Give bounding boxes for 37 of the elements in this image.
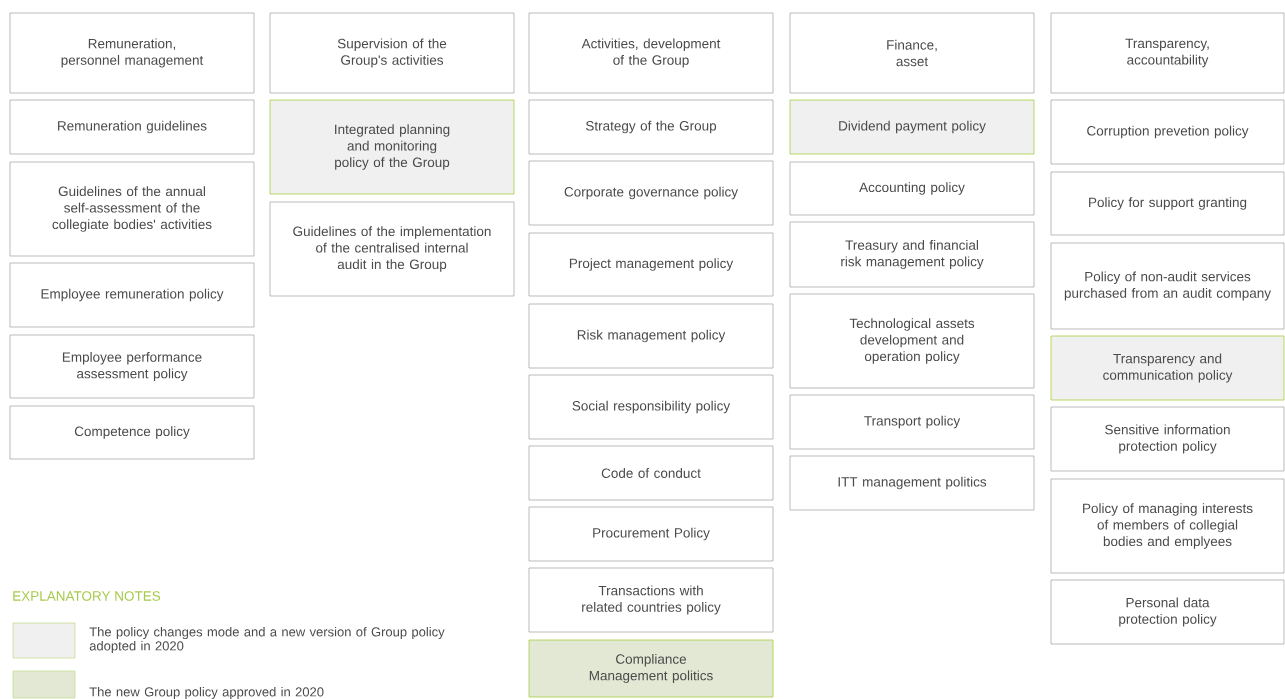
policy-box: Employee remuneration policy	[9, 262, 255, 328]
policy-box: Policy of non-audit services purchased from an audit company	[1050, 242, 1285, 330]
policy-box: Guidelines of the annual self-assessment of the collegiate bodies' activities	[9, 161, 255, 257]
policy-box: Remuneration guidelines	[9, 99, 255, 155]
policy-box: Personal data protection policy	[1050, 579, 1285, 645]
category-header-box: Remuneration, personnel management	[9, 12, 255, 94]
policy-box: Code of conduct	[528, 445, 774, 501]
policy-box: ITT management politics	[789, 455, 1035, 511]
policy-box: Compliance Management politics	[528, 639, 774, 698]
policy-box: Strategy of the Group	[528, 99, 774, 155]
policy-box: Transport policy	[789, 394, 1035, 450]
policy-box: Competence policy	[9, 405, 255, 460]
policy-box: Employee performance assessment policy	[9, 334, 255, 399]
policy-box: Guidelines of the implementation of the centralised internal audit in the Group	[269, 201, 515, 297]
policy-box: Policy of managing interests of members of collegial bodies and emplyees	[1050, 478, 1285, 574]
policy-box: Transparency and communication policy	[1050, 335, 1285, 401]
policy-box: Dividend payment policy	[789, 99, 1035, 155]
policy-box: Risk management policy	[528, 303, 774, 369]
legend-text: The policy changes mode and a new version of Group policy adopted in 2020	[89, 626, 445, 654]
category-header-box: Transparency, accountability	[1050, 12, 1285, 94]
policy-box: Policy for support granting	[1050, 171, 1285, 236]
legend-heading: EXPLANATORY NOTES	[13, 591, 161, 601]
category-header-box: Finance, asset	[789, 12, 1035, 94]
policy-box: Treasury and financial risk management policy	[789, 221, 1035, 288]
policy-box: Integrated planning and monitoring policy of the Group	[269, 99, 515, 195]
policy-box: Accounting policy	[789, 161, 1035, 216]
policy-box: Procurement Policy	[528, 506, 774, 562]
legend-text: The new Group policy approved in 2020	[89, 686, 324, 699]
policy-box: Project management policy	[528, 232, 774, 297]
category-header-box: Supervision of the Group's activities	[269, 12, 515, 94]
policy-box: Social responsibility policy	[528, 374, 774, 440]
policy-box: Sensitive information protection policy	[1050, 406, 1285, 472]
policy-box: Transactions with related countries policy	[528, 567, 774, 633]
policy-box: Technological assets development and operation policy	[789, 293, 1035, 389]
policy-box: Corruption prevetion policy	[1050, 99, 1285, 165]
category-header-box: Activities, development of the Group	[528, 12, 774, 94]
policy-box: Corporate governance policy	[528, 160, 774, 226]
